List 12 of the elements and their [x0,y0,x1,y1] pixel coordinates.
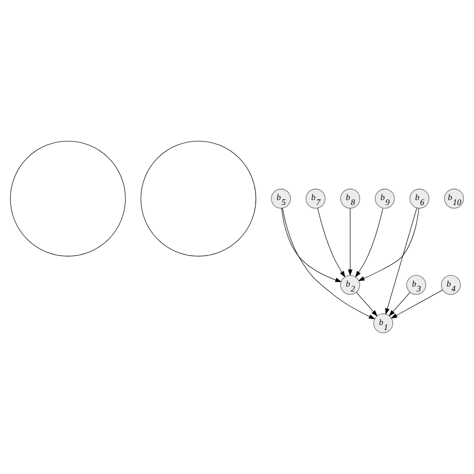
arrow [388,292,410,316]
arrow [282,208,376,320]
arrow [317,208,346,278]
node-circle [10,140,126,256]
arrow [358,208,420,282]
arrow [355,208,384,278]
arrow [348,208,352,276]
arrow [385,208,418,315]
node-circle [140,140,256,256]
arrow [356,292,378,316]
arrow [281,208,342,282]
arrow [390,290,443,319]
